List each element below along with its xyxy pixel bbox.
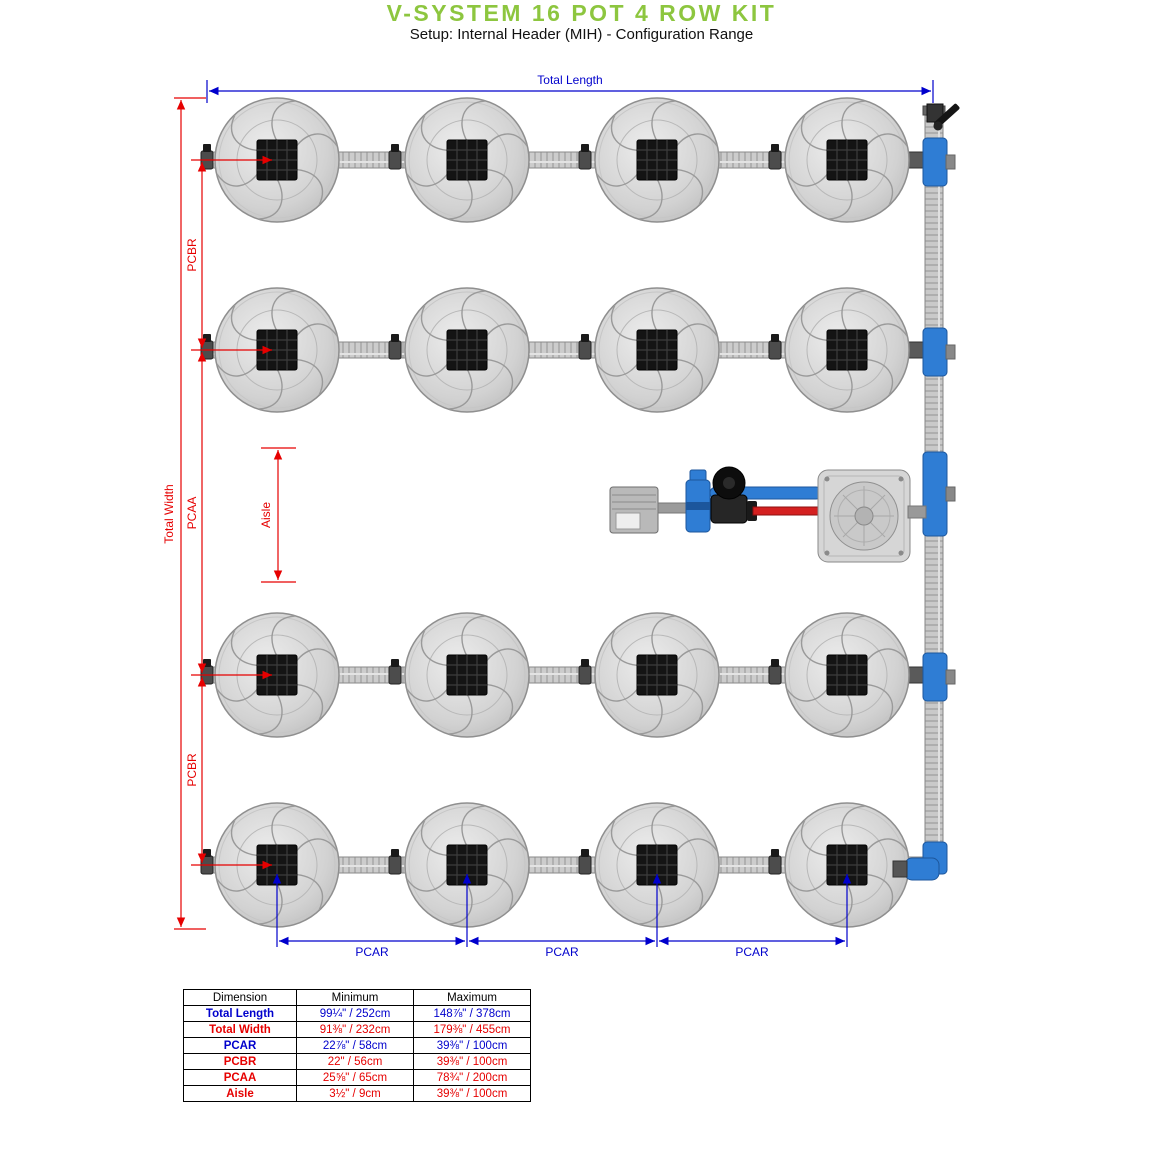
table-row-aisle: Aisle 3½" / 9cm 39⅜" / 100cm [183,1085,531,1102]
pot [784,284,910,416]
pump-inlet-pipe [657,502,689,514]
col-maximum: Maximum [413,989,531,1006]
pcar2-label: PCAR [545,945,579,959]
pot [404,609,530,741]
pcaa-label: PCAA [185,497,199,530]
blue-fitting [685,469,711,533]
table-row-pcbr: PCBR 22" / 56cm 39⅜" / 100cm [183,1053,531,1070]
pcbr-top-label: PCBR [185,238,199,272]
table-row-total-length: Total Length 99¼" / 252cm 148⅞" / 378cm [183,1005,531,1022]
pot [404,284,530,416]
table-header-row: Dimension Minimum Maximum [183,989,531,1006]
col-minimum: Minimum [296,989,414,1006]
pump-assembly [609,466,927,563]
dim-pcbr-top: PCBR [185,162,207,348]
pcar3-label: PCAR [735,945,769,959]
dim-row-ticks [191,155,272,870]
dim-pcbr-bottom: PCBR [185,677,207,863]
pump [710,466,748,524]
header-top-valve [926,103,960,131]
pot [594,609,720,741]
dimensions-table: Dimension Minimum Maximum Total Length 9… [183,989,531,1102]
table-row-total-width: Total Width 91⅜" / 232cm 179⅜" / 455cm [183,1021,531,1038]
tank-header-connector [907,505,927,519]
dim-aisle: Aisle [259,447,296,583]
total-width-label: Total Width [162,484,176,543]
pot [784,609,910,741]
col-dimension: Dimension [183,989,297,1006]
dim-total-width: Total Width [162,97,206,930]
reservoir-tank [817,469,911,563]
pump-controller [609,486,659,534]
aisle-label: Aisle [259,502,273,528]
pot [594,94,720,226]
pot [594,284,720,416]
dim-total-length: Total Length [206,73,934,103]
table-row-pcaa: PCAA 25⅝" / 65cm 78¾" / 200cm [183,1069,531,1086]
pcar1-label: PCAR [355,945,389,959]
pot [404,94,530,226]
dim-pcaa: PCAA [185,352,207,673]
table-row-pcar: PCAR 22⅞" / 58cm 39⅜" / 100cm [183,1037,531,1054]
page-title: V-SYSTEM 16 POT 4 ROW KIT [386,0,777,26]
pcbr-bottom-label: PCBR [185,753,199,787]
header-pipe [892,103,960,881]
page-subtitle: Setup: Internal Header (MIH) - Configura… [409,26,754,43]
dim-pcar: PCAR PCAR PCAR [272,874,852,959]
total-length-label: Total Length [537,73,602,87]
system-diagram: Total Length Total Width PCBR PCAA PCBR [162,73,960,959]
red-pipe-valve [747,501,757,521]
pot [784,94,910,226]
